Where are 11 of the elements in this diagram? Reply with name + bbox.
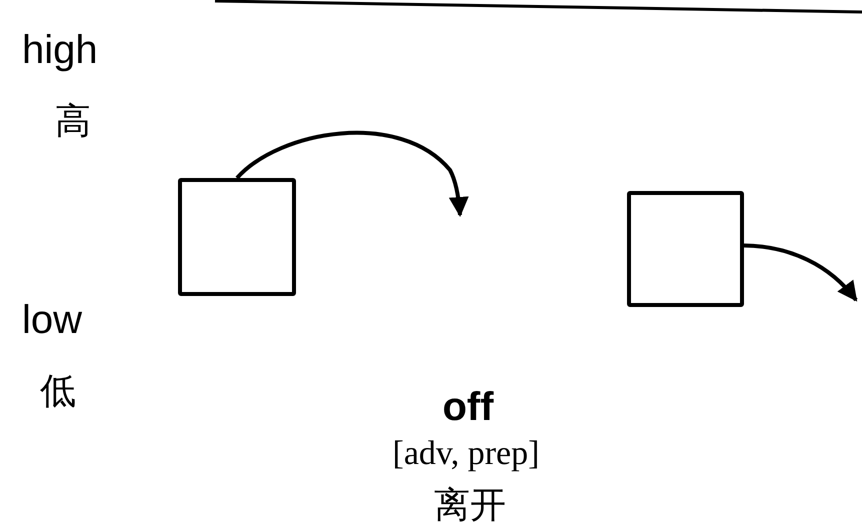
empty-square <box>178 178 296 296</box>
headword: off <box>442 387 494 427</box>
curved-arrow <box>236 130 469 217</box>
chinese-translation: 离开 <box>434 487 506 523</box>
chinese-word-label: 低 <box>40 373 76 409</box>
empty-square <box>627 191 744 307</box>
curved-arrow <box>744 244 858 302</box>
chinese-word-label: 高 <box>55 103 91 139</box>
part-of-speech: [adv, prep] <box>392 437 540 471</box>
word-label: low <box>22 300 82 340</box>
word-label: high <box>22 30 98 70</box>
